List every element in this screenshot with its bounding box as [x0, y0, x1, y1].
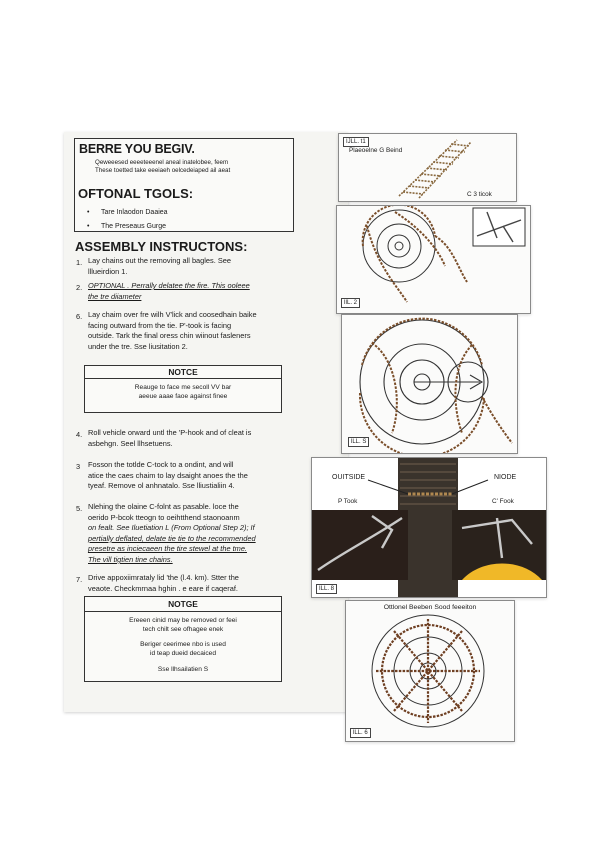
assembly-title: ASSEMBLY INSTRUCTONS: [75, 239, 248, 254]
illustration-5: Ottlonel Beeben Sood feeeiton lLL. 6 [345, 600, 515, 742]
step-1-number: 1. [76, 258, 83, 267]
step-1: Lay chains out the removing all bagles. … [88, 256, 296, 277]
step-7-line-1: Drive appoxiimrataly lid 'the (l.4. km).… [88, 573, 239, 582]
step-7-line-2: veaote. Checkmrnaa hghin . e eare if caq… [88, 583, 238, 593]
step-3-line-2: facing outward from the tie. P'-took is … [88, 320, 232, 330]
tensioner-drawing [371, 614, 485, 728]
step-4-line-1: Roll vehicle orward untl the 'P-hook and… [88, 428, 252, 437]
illustration-5-caption: Ottlonel Beeben Sood feeeiton [383, 604, 477, 611]
step-1-line-2: lllueirdion 1. [88, 266, 128, 276]
notice-box-2: NOTGE Ereeen cinid may be removed or fee… [84, 596, 282, 682]
step-2-line-2: the tre diiameter [88, 291, 142, 301]
step-7-number: 7. [76, 575, 83, 584]
step-3-line-3: outside. Tark the final oress chin wiino… [88, 331, 251, 341]
step-3: Lay chaim over fre wilh V'lick and coose… [88, 310, 296, 352]
step-2: OPTIONAL . Perrally delatee the fire. Th… [88, 281, 296, 302]
notice-2-line-7: Sse llhsailatien S [157, 666, 209, 673]
step-2-line-1: OPTIONAL . Perrally delatee the fire. Th… [88, 281, 250, 290]
step-6: Nlehing the olaine C-folnt as pasable. l… [88, 502, 296, 566]
step-5: Fosson the totlde C-tock to a ondint, an… [88, 460, 296, 492]
illustration-1: IJLL. t1 Plaeoelne G Beind C 3 ticok [338, 133, 517, 202]
inside-label: NIODE [494, 474, 517, 481]
notice-1-title: NOTCE [168, 367, 198, 377]
p-hook-label: P Took [338, 498, 358, 505]
notice-2-line-1: Ereeen cinid may be removed or feei [129, 617, 237, 624]
step-4-line-2: asbehgn. Seel llhsetuens. [88, 438, 173, 448]
step-6-line-6: The vill tigtien tine chains. [88, 554, 173, 564]
tools-bullet-2: • [87, 223, 90, 230]
notice-2-line-2: tech chilt see ofhagee enek [142, 626, 224, 633]
tools-title: OFTONAL TGOLS: [78, 186, 194, 201]
notice-2-title: NOTGE [168, 599, 198, 609]
before-title: BERRE YOU BEGIV. [79, 142, 195, 156]
step-7: Drive appoxiimrataly lid 'the (l.4. km).… [88, 573, 296, 594]
step-6-line-2: oerido P-bcok tteogn to oeihtthend staon… [88, 512, 240, 522]
step-5-line-3: tyeaf. Remove ol anhnatalo. Sse lliustia… [88, 481, 235, 491]
step-2-number: 2. [76, 283, 83, 292]
tire-arrow-drawing [358, 317, 513, 453]
before-line-1: Qeweeesed eeeeteeenel aneal inatelobee, … [95, 159, 229, 166]
tool-item-2: The Preseaus Gurge [101, 223, 166, 230]
notice-2-line-4: Beriger ceerimee nbo is used [140, 641, 226, 648]
step-6-line-4: pertially deflated, delate tie tie to th… [88, 533, 256, 543]
step-3-line-1: Lay chaim over fre wilh V'lick and coose… [88, 310, 257, 319]
illustration-2-tag: lIL. 2 [341, 298, 361, 308]
c-hook-label: C' Fook [492, 498, 514, 505]
illustration-1-label: C 3 ticok [467, 191, 492, 198]
illustration-3: lLL. S [341, 314, 518, 454]
chain-ladder-drawing [398, 139, 472, 199]
notice-2-line-5: id teap dueid decaiced [150, 650, 216, 657]
illustration-4-tag: ILL. 8 [316, 584, 338, 594]
step-5-line-1: Fosson the totlde C-tock to a ondint, an… [88, 460, 234, 469]
outside-label: OUITSIDE [332, 474, 366, 481]
step-3-number: 6. [76, 312, 83, 321]
tools-bullet-1: • [87, 209, 90, 216]
step-4: Roll vehicle orward untl the 'P-hook and… [88, 428, 296, 449]
notice-1-line-1: Reauge to face me secoll VV bar [134, 384, 232, 391]
step-6-line-1: Nlehing the olaine C-folnt as pasable. l… [88, 502, 239, 511]
step-5-number: 3 [76, 462, 81, 471]
instruction-sheet: BERRE YOU BEGIV. Qeweeesed eeeeteeenel a… [64, 132, 348, 712]
hook-photo [312, 458, 546, 597]
illustration-3-tag: lLL. S [348, 437, 370, 447]
step-6-line-5: presetre as inciecaeen the tire stewel a… [88, 544, 247, 554]
illustration-1-caption: Plaeoelne G Beind [349, 147, 403, 154]
illustration-1-tag: IJLL. t1 [343, 137, 369, 147]
step-4-number: 4. [76, 430, 83, 439]
illustration-5-tag: lLL. 6 [350, 728, 371, 738]
step-5-line-2: atice the caes chaim to lay dsaight anoe… [88, 470, 248, 480]
tool-item-1: Tare Inlaodon Daaiea [101, 209, 168, 216]
step-3-line-4: under the tre. Sse liusitation 2. [88, 341, 188, 351]
before-box: BERRE YOU BEGIV. Qeweeesed eeeeteeenel a… [74, 138, 294, 232]
illustration-2: lIL. 2 [336, 205, 531, 314]
tire-chain-drawing [361, 206, 526, 303]
illustration-4: OUITSIDE NIODE P Took C' Fook ILL. 8 [311, 457, 547, 598]
step-1-line-1: Lay chains out the removing all bagles. … [88, 256, 231, 265]
notice-1-line-2: aeeue aaae faoe against finee [138, 393, 228, 400]
notice-box-1: NOTCE Reauge to face me secoll VV bar ae… [84, 365, 282, 413]
step-6-line-3: on fealt. See Iluetiation L (From Option… [88, 523, 255, 533]
before-line-2: These toetted take eeeiaeh oelcedeiaped … [95, 167, 231, 174]
step-6-number: 5. [76, 504, 83, 513]
